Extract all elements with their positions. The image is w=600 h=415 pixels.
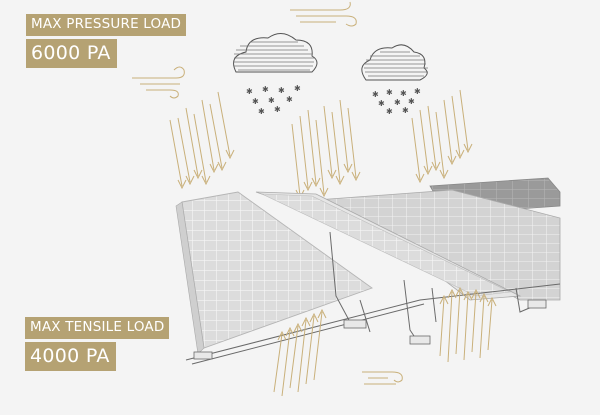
svg-text:✱: ✱ — [394, 98, 401, 107]
svg-text:✱: ✱ — [268, 96, 275, 105]
wind-icon — [132, 1, 403, 385]
max-tensile-load-label: MAX TENSILE LOAD — [25, 317, 170, 339]
max-pressure-load-block: MAX PRESSURE LOAD 6000 PA — [26, 13, 187, 68]
cloud-icon — [233, 33, 318, 73]
svg-text:✱: ✱ — [252, 97, 259, 106]
max-tensile-load-value: 4000 PA — [25, 341, 116, 371]
svg-text:✱: ✱ — [274, 105, 281, 114]
svg-text:✱: ✱ — [386, 107, 393, 116]
svg-text:✱: ✱ — [286, 95, 293, 104]
max-pressure-load-value: 6000 PA — [26, 38, 117, 68]
max-tensile-load-block: MAX TENSILE LOAD 4000 PA — [25, 316, 170, 371]
svg-text:✱: ✱ — [258, 107, 265, 116]
svg-text:✱: ✱ — [378, 99, 385, 108]
svg-text:✱: ✱ — [408, 97, 415, 106]
svg-text:✱: ✱ — [246, 87, 253, 96]
snowflake-icon: ✱✱✱✱ ✱✱✱ ✱✱ ✱✱✱✱ ✱✱✱ ✱✱ — [246, 84, 421, 116]
upward-arrow-icon — [273, 286, 497, 397]
downward-arrow-icon — [169, 89, 473, 200]
svg-text:✱: ✱ — [386, 88, 393, 97]
solar-panel-array — [175, 177, 561, 365]
cloud-icon — [361, 44, 428, 81]
svg-text:✱: ✱ — [262, 85, 269, 94]
svg-text:✱: ✱ — [294, 84, 301, 93]
svg-text:✱: ✱ — [372, 90, 379, 99]
svg-text:✱: ✱ — [400, 89, 407, 98]
max-pressure-load-label: MAX PRESSURE LOAD — [26, 14, 187, 36]
svg-text:✱: ✱ — [402, 106, 409, 115]
svg-text:✱: ✱ — [278, 86, 285, 95]
svg-text:✱: ✱ — [414, 87, 421, 96]
